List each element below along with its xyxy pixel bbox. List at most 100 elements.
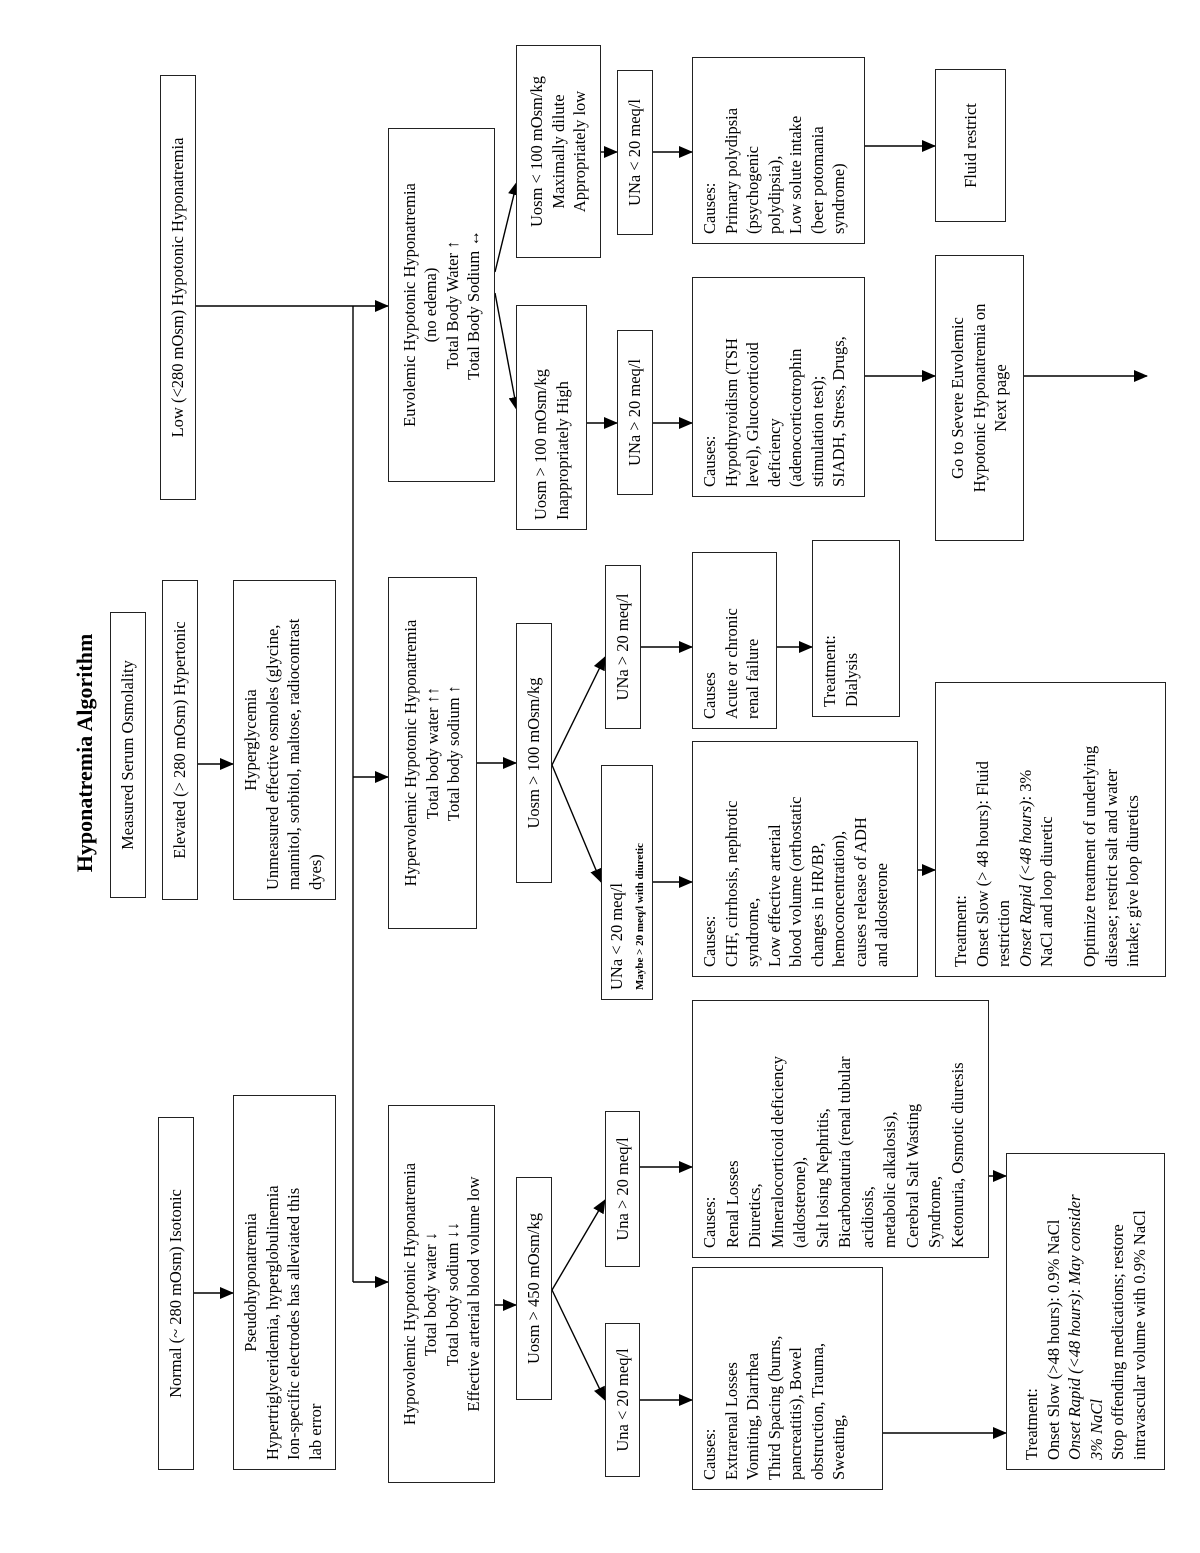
box-line: 3% NaCl <box>1086 1399 1108 1460</box>
box-line: pancreatitis), Bowel <box>786 1347 805 1480</box>
box-line: Syndrome, <box>925 1176 944 1248</box>
box-line: Optimize treatment of underlying <box>1080 745 1099 967</box>
box-line: Sweating, <box>829 1414 848 1480</box>
box-line: obstruction, Trauma, <box>807 1342 827 1480</box>
box-line: Primary polydipsia <box>721 107 741 234</box>
box-line: Onset Slow (>48 hours): 0.9% NaCl <box>1043 1219 1063 1460</box>
box-line: Onset Rapid (<48 hours): 3% <box>1015 770 1037 967</box>
normal-isotonic-box: Normal (~ 280 mOsm) Isotonic <box>158 1117 194 1470</box>
box-line: Stop offending medications; restore <box>1108 1224 1127 1460</box>
connector-arrow <box>551 1199 606 1291</box>
box-line: Total body sodium ↑ <box>444 685 464 821</box>
text-segment: : 3% <box>1015 769 1035 801</box>
box-line: Onset Slow (> 48 hours): Fluid <box>972 761 992 967</box>
text-segment: : <box>1065 1284 1084 1294</box>
box-line: Hypothyroidism (TSH <box>721 338 741 487</box>
box-line: deficiency <box>764 418 784 487</box>
box-line: blood volume (orthostatic <box>786 796 805 967</box>
una-lt-20-euvolemic-box: UNa < 20 meq/l <box>617 70 653 235</box>
euvolemic-box: Euvolemic Hypotonic Hyponatremia(no edem… <box>388 128 495 482</box>
una-gt-20-hypervolemic-box: UNa > 20 meq/l <box>605 565 641 729</box>
box-line: level), Glucocorticoid <box>743 342 762 487</box>
box-line: Total Body Sodium ↔ <box>464 230 483 380</box>
dialysis-treatment-box: Treatment:Dialysis <box>812 540 900 717</box>
box-line: Ion-specific electrodes has alleviated t… <box>284 1187 303 1460</box>
box-line: Renal Losses <box>722 1160 742 1248</box>
box-line: NaCl and loop diuretic <box>1037 816 1056 967</box>
connector-arrow <box>551 1289 606 1401</box>
uosm-gt-100-hypervolemic-box: Uosm > 100 mOsm/kg <box>516 623 552 883</box>
box-line: Unmeasured effective osmoles (glycine, <box>262 624 282 890</box>
box-line: polydipsia), <box>764 155 784 234</box>
box-line: Bicarbonaturia (renal tubular <box>835 1056 854 1249</box>
box-line: Causes: <box>700 1428 719 1480</box>
box-line: Salt losing Nephritis, <box>812 1108 832 1248</box>
box-line: Measured Serum Osmolality <box>118 660 138 850</box>
box-line: CHF, cirrhosis, nephrotic <box>721 800 741 967</box>
small-note: Maybe > 20 meq/l with diuretic <box>634 843 646 990</box>
box-line: renal failure <box>743 638 762 719</box>
box-line: Effective arterial blood volume low <box>464 1176 483 1412</box>
connector-arrow <box>551 656 606 766</box>
box-line: intravascular volume with 0.9% NaCl <box>1129 1210 1149 1460</box>
box-line: mannitol, sorbitol, maltose, radiocontra… <box>284 618 303 890</box>
fluid-restrict-box: Fluid restrict <box>935 69 1006 222</box>
box-line: Una > 20 meq/l <box>612 1137 632 1241</box>
box-line: Una < 20 meq/l <box>612 1348 632 1452</box>
box-line: UNa < 20 meq/l <box>606 883 626 990</box>
italic-text: 3% NaCl <box>1086 1399 1106 1460</box>
box-line: Cerebral Salt Wasting <box>902 1103 922 1248</box>
una-lt-20-hypervolemic-box: UNa < 20 meq/l Maybe > 20 meq/l with diur… <box>601 765 653 1000</box>
box-line: lab error <box>305 1403 325 1460</box>
box-line: (psychogenic <box>743 146 762 234</box>
box-line: acidiosis, <box>857 1186 877 1248</box>
box-line: Go to Severe Euvolemic <box>948 317 968 479</box>
box-line: UNa > 20 meq/l <box>625 359 645 466</box>
box-line: and aldosterone <box>872 862 891 967</box>
box-line: Extrarenal Losses <box>721 1362 741 1480</box>
box-line: Appropriately low <box>570 90 590 213</box>
box-line: Uosm > 450 mOsm/kg <box>524 1213 544 1364</box>
box-line: Acute or chronic <box>721 608 741 719</box>
box-line: Diuretics, <box>745 1183 764 1248</box>
box-line: (aldosterone), <box>790 1156 809 1248</box>
box-line: changes in HR/BP, <box>807 842 827 967</box>
box-line: disease; restrict salt and water <box>1101 769 1121 967</box>
box-line: Maybe > 20 meq/l with diuretic <box>627 843 649 990</box>
box-line: (beer potomania <box>807 126 827 234</box>
treatment-hypovolemic-box: Treatment:Onset Slow (>48 hours): 0.9% N… <box>1006 1153 1165 1470</box>
measured-serum-osmolality-box: Measured Serum Osmolality <box>110 612 146 898</box>
box-line: Hypertriglyceridemia, hyperglobulinemia <box>262 1185 282 1460</box>
box-line: Euvolemic Hypotonic Hyponatremia <box>399 183 419 427</box>
box-line: syndrome, <box>743 897 762 967</box>
uosm-gt-450-box: Uosm > 450 mOsm/kg <box>516 1177 552 1400</box>
box-line: Uosm > 100 mOsm/kg <box>531 369 550 520</box>
box-line: Low effective arterial <box>764 824 784 967</box>
box-line: Causes: <box>700 182 719 234</box>
box-line: Ketonuria, Osmotic diuresis <box>947 1062 967 1248</box>
elevated-hypertonic-box: Elevated (> 280 mOsm) Hypertonic <box>162 580 198 900</box>
italic-text: Onset Rapid (<48 hours) <box>1015 800 1035 968</box>
treatment-hypervolemic-box: Treatment:Onset Slow (> 48 hours): Fluid… <box>935 682 1166 977</box>
connector-arrow <box>551 764 602 883</box>
box-line: Treatment: <box>1022 1388 1041 1460</box>
box-line: Mineralocorticoid deficiency <box>767 1056 787 1248</box>
box-line: Low (<280 mOsm) Hypotonic Hyponatremia <box>168 137 188 438</box>
box-line: dyes) <box>305 854 325 890</box>
box-line: Causes: <box>700 915 719 967</box>
una-gt-20-hypovolemic-box: Una > 20 meq/l <box>605 1111 640 1267</box>
box-line: Total body sodium ↓↓ <box>442 1221 462 1367</box>
box-line: Elevated (> 280 mOsm) Hypertonic <box>170 621 190 859</box>
